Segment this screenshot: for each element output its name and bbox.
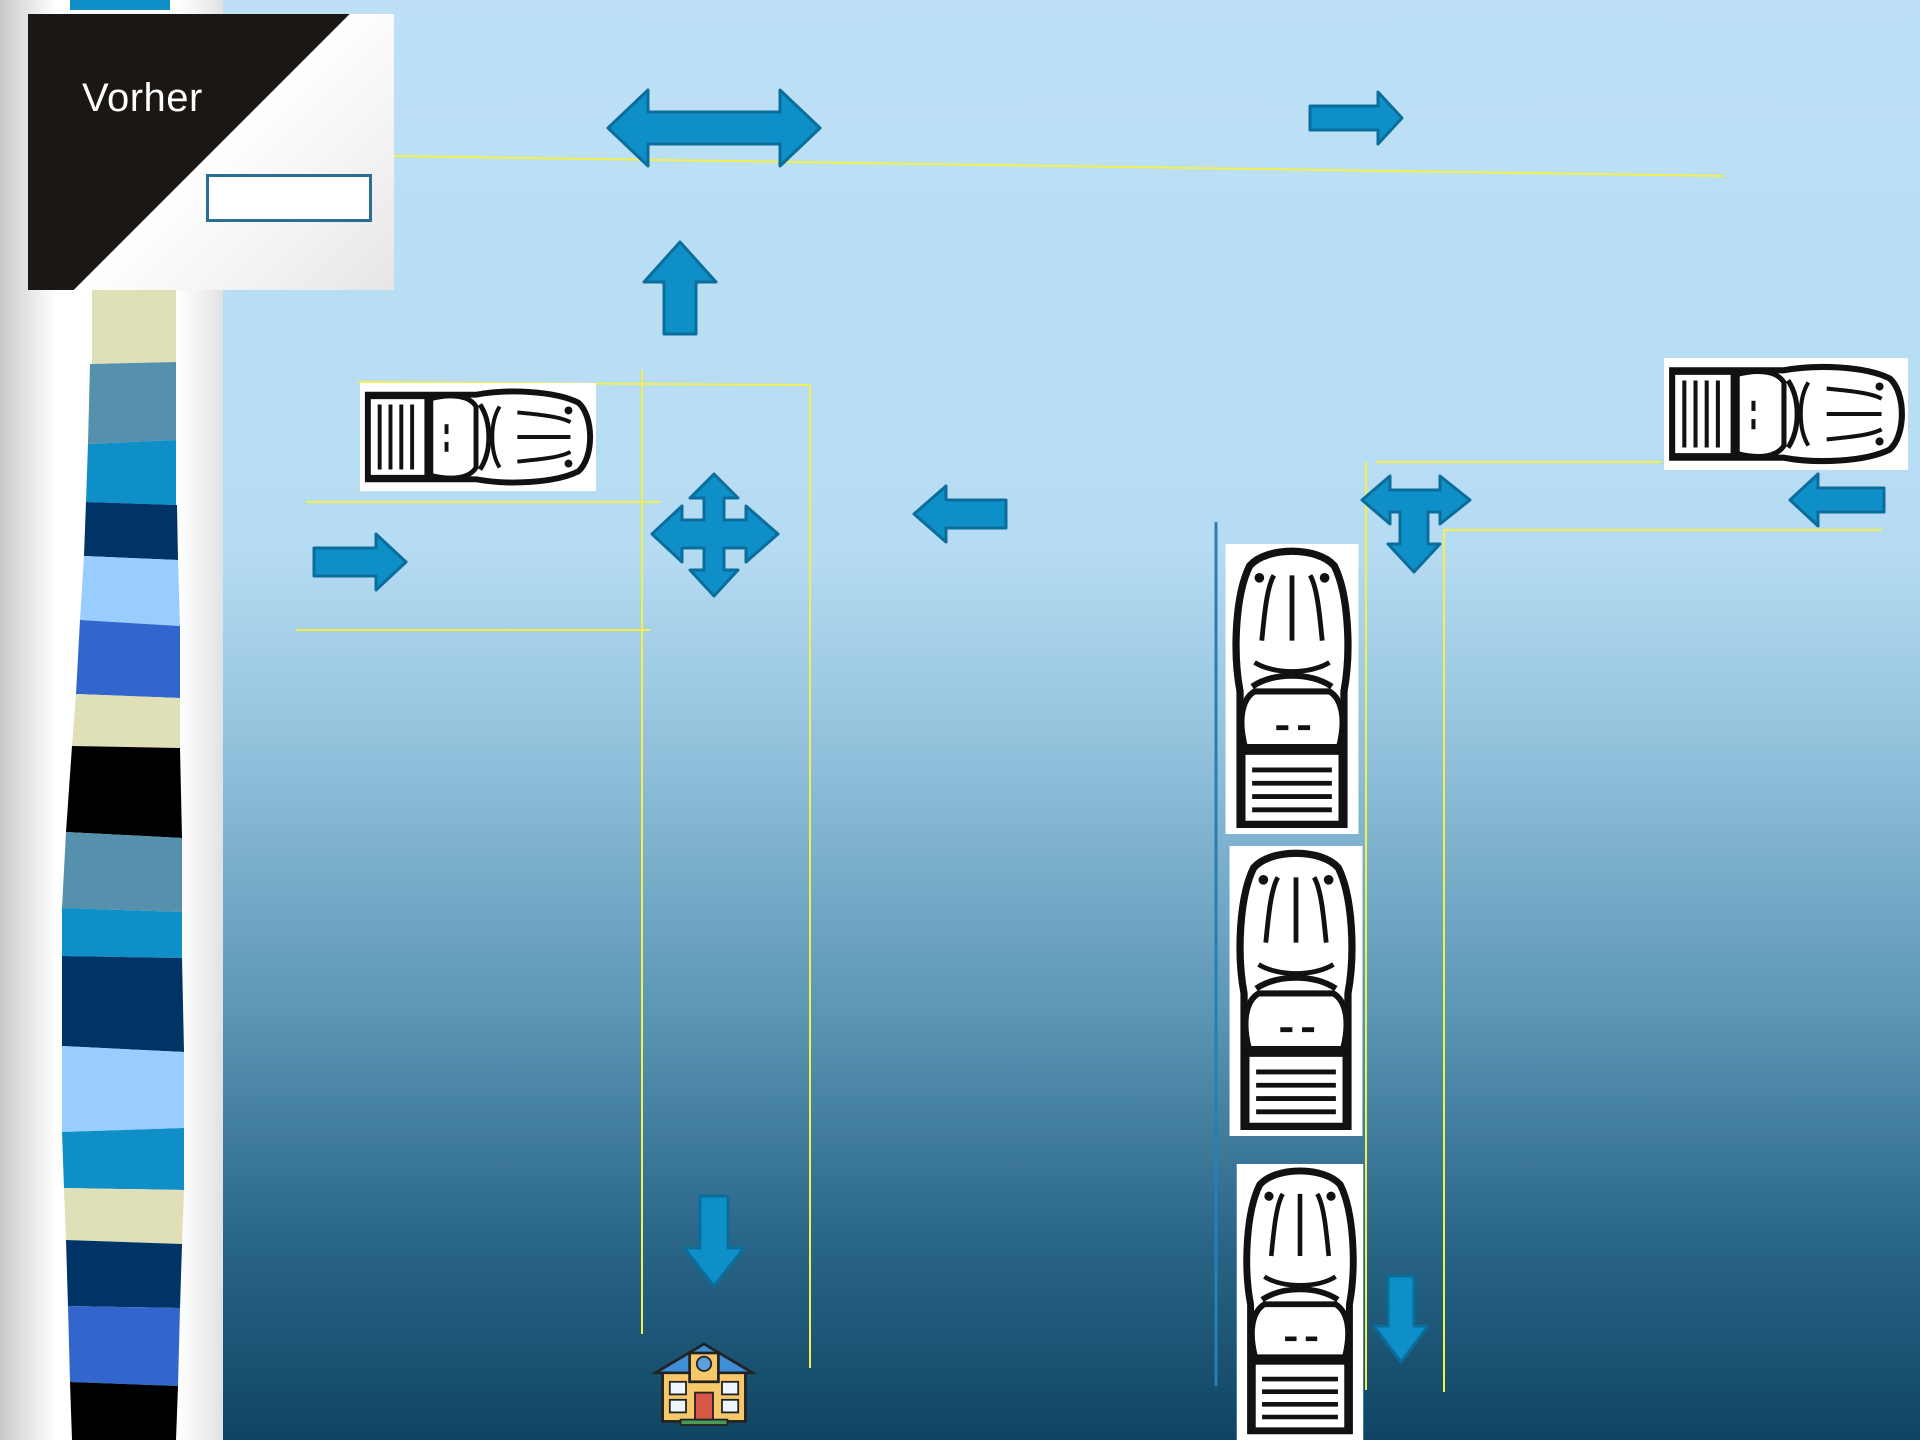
car-top-view-icon: [1664, 358, 1908, 470]
right-arrow-icon: [1308, 90, 1404, 146]
car-top-view-icon: [1237, 1164, 1364, 1440]
title-badge: Vorher: [28, 14, 394, 290]
strip-blocks: [62, 0, 184, 1440]
t-junction-arrow-icon: [1360, 474, 1472, 574]
school-building-icon: [653, 1342, 755, 1427]
up-arrow-icon: [642, 240, 718, 336]
lane-lines: [296, 155, 1882, 1392]
slide-title: Vorher: [82, 76, 203, 120]
car-top-view-icon: [360, 383, 596, 491]
arrows: [312, 88, 1886, 1364]
car-top-view-icon: [1226, 544, 1359, 834]
vehicles: [360, 358, 1908, 1440]
right-arrow-icon: [312, 532, 408, 592]
car-top-view-icon: [1230, 846, 1363, 1136]
left-arrow-icon: [1788, 472, 1886, 528]
four-way-arrow-icon: [650, 472, 780, 598]
down-arrow-icon: [1372, 1274, 1430, 1364]
down-arrow-icon: [682, 1194, 746, 1288]
left-arrow-icon: [912, 484, 1008, 544]
double-headed-arrow-icon: [606, 88, 822, 168]
title-text-box[interactable]: [206, 174, 372, 222]
